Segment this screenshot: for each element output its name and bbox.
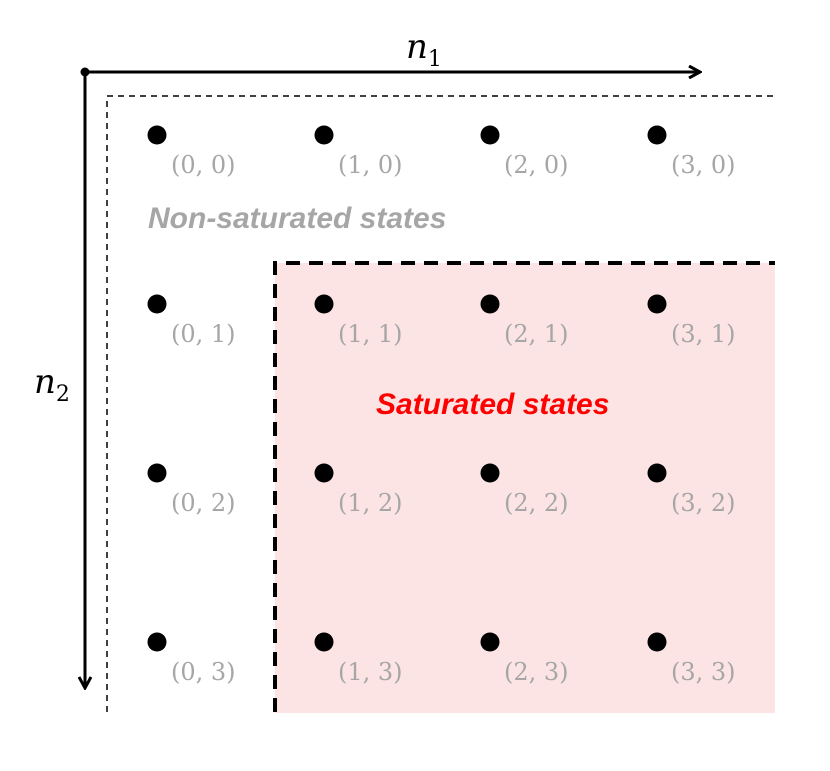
n1-axis-label: n1	[406, 27, 442, 72]
states-grid: (0, 0) (1, 0) (2, 0) (3, 0) (0, 1) (1, 1) (2, …	[147, 125, 736, 686]
state-dot	[647, 632, 667, 652]
state-node: (2, 3)	[480, 632, 569, 686]
state-label: (0, 0)	[171, 151, 236, 179]
saturated-label: Saturated states	[376, 388, 609, 421]
state-node: (1, 1)	[314, 294, 403, 348]
state-node: (3, 1)	[647, 294, 736, 348]
state-node: (3, 2)	[647, 463, 736, 517]
non-saturated-boundary	[106, 95, 775, 712]
state-dot	[314, 463, 334, 483]
state-node: (2, 2)	[480, 463, 569, 517]
state-node: (1, 0)	[314, 125, 403, 179]
state-dot	[480, 632, 500, 652]
state-label: (1, 2)	[338, 489, 403, 517]
saturated-region	[275, 263, 775, 713]
state-label: (2, 3)	[504, 658, 569, 686]
n2-axis-label: n2	[34, 362, 70, 407]
state-node: (0, 3)	[147, 632, 236, 686]
state-dot	[480, 294, 500, 314]
state-dot	[480, 463, 500, 483]
state-dot	[147, 125, 167, 145]
state-node: (0, 0)	[147, 125, 236, 179]
state-label: (3, 3)	[671, 658, 736, 686]
state-label: (3, 2)	[671, 489, 736, 517]
state-node: (2, 0)	[480, 125, 569, 179]
state-label: (1, 3)	[338, 658, 403, 686]
state-dot	[647, 294, 667, 314]
state-node: (2, 1)	[480, 294, 569, 348]
state-node: (1, 2)	[314, 463, 403, 517]
state-node: (0, 1)	[147, 294, 236, 348]
state-dot	[314, 125, 334, 145]
state-label: (1, 0)	[338, 151, 403, 179]
state-dot	[647, 125, 667, 145]
state-node: (1, 3)	[314, 632, 403, 686]
state-node: (3, 0)	[647, 125, 736, 179]
state-label: (2, 0)	[504, 151, 569, 179]
state-label: (2, 1)	[504, 320, 569, 348]
non-saturated-label: Non-saturated states	[148, 202, 446, 235]
state-label: (3, 0)	[671, 151, 736, 179]
state-dot	[647, 463, 667, 483]
origin-dot	[80, 67, 90, 77]
state-dot	[147, 463, 167, 483]
state-dot	[314, 632, 334, 652]
state-label: (0, 3)	[171, 658, 236, 686]
state-label: (3, 1)	[671, 320, 736, 348]
state-label: (0, 1)	[171, 320, 236, 348]
state-dot	[480, 125, 500, 145]
state-dot	[314, 294, 334, 314]
state-dot	[147, 632, 167, 652]
state-dot	[147, 294, 167, 314]
state-label: (1, 1)	[338, 320, 403, 348]
state-node: (0, 2)	[147, 463, 236, 517]
state-label: (2, 2)	[504, 489, 569, 517]
state-node: (3, 3)	[647, 632, 736, 686]
state-label: (0, 2)	[171, 489, 236, 517]
saturated-boundary	[273, 261, 775, 712]
